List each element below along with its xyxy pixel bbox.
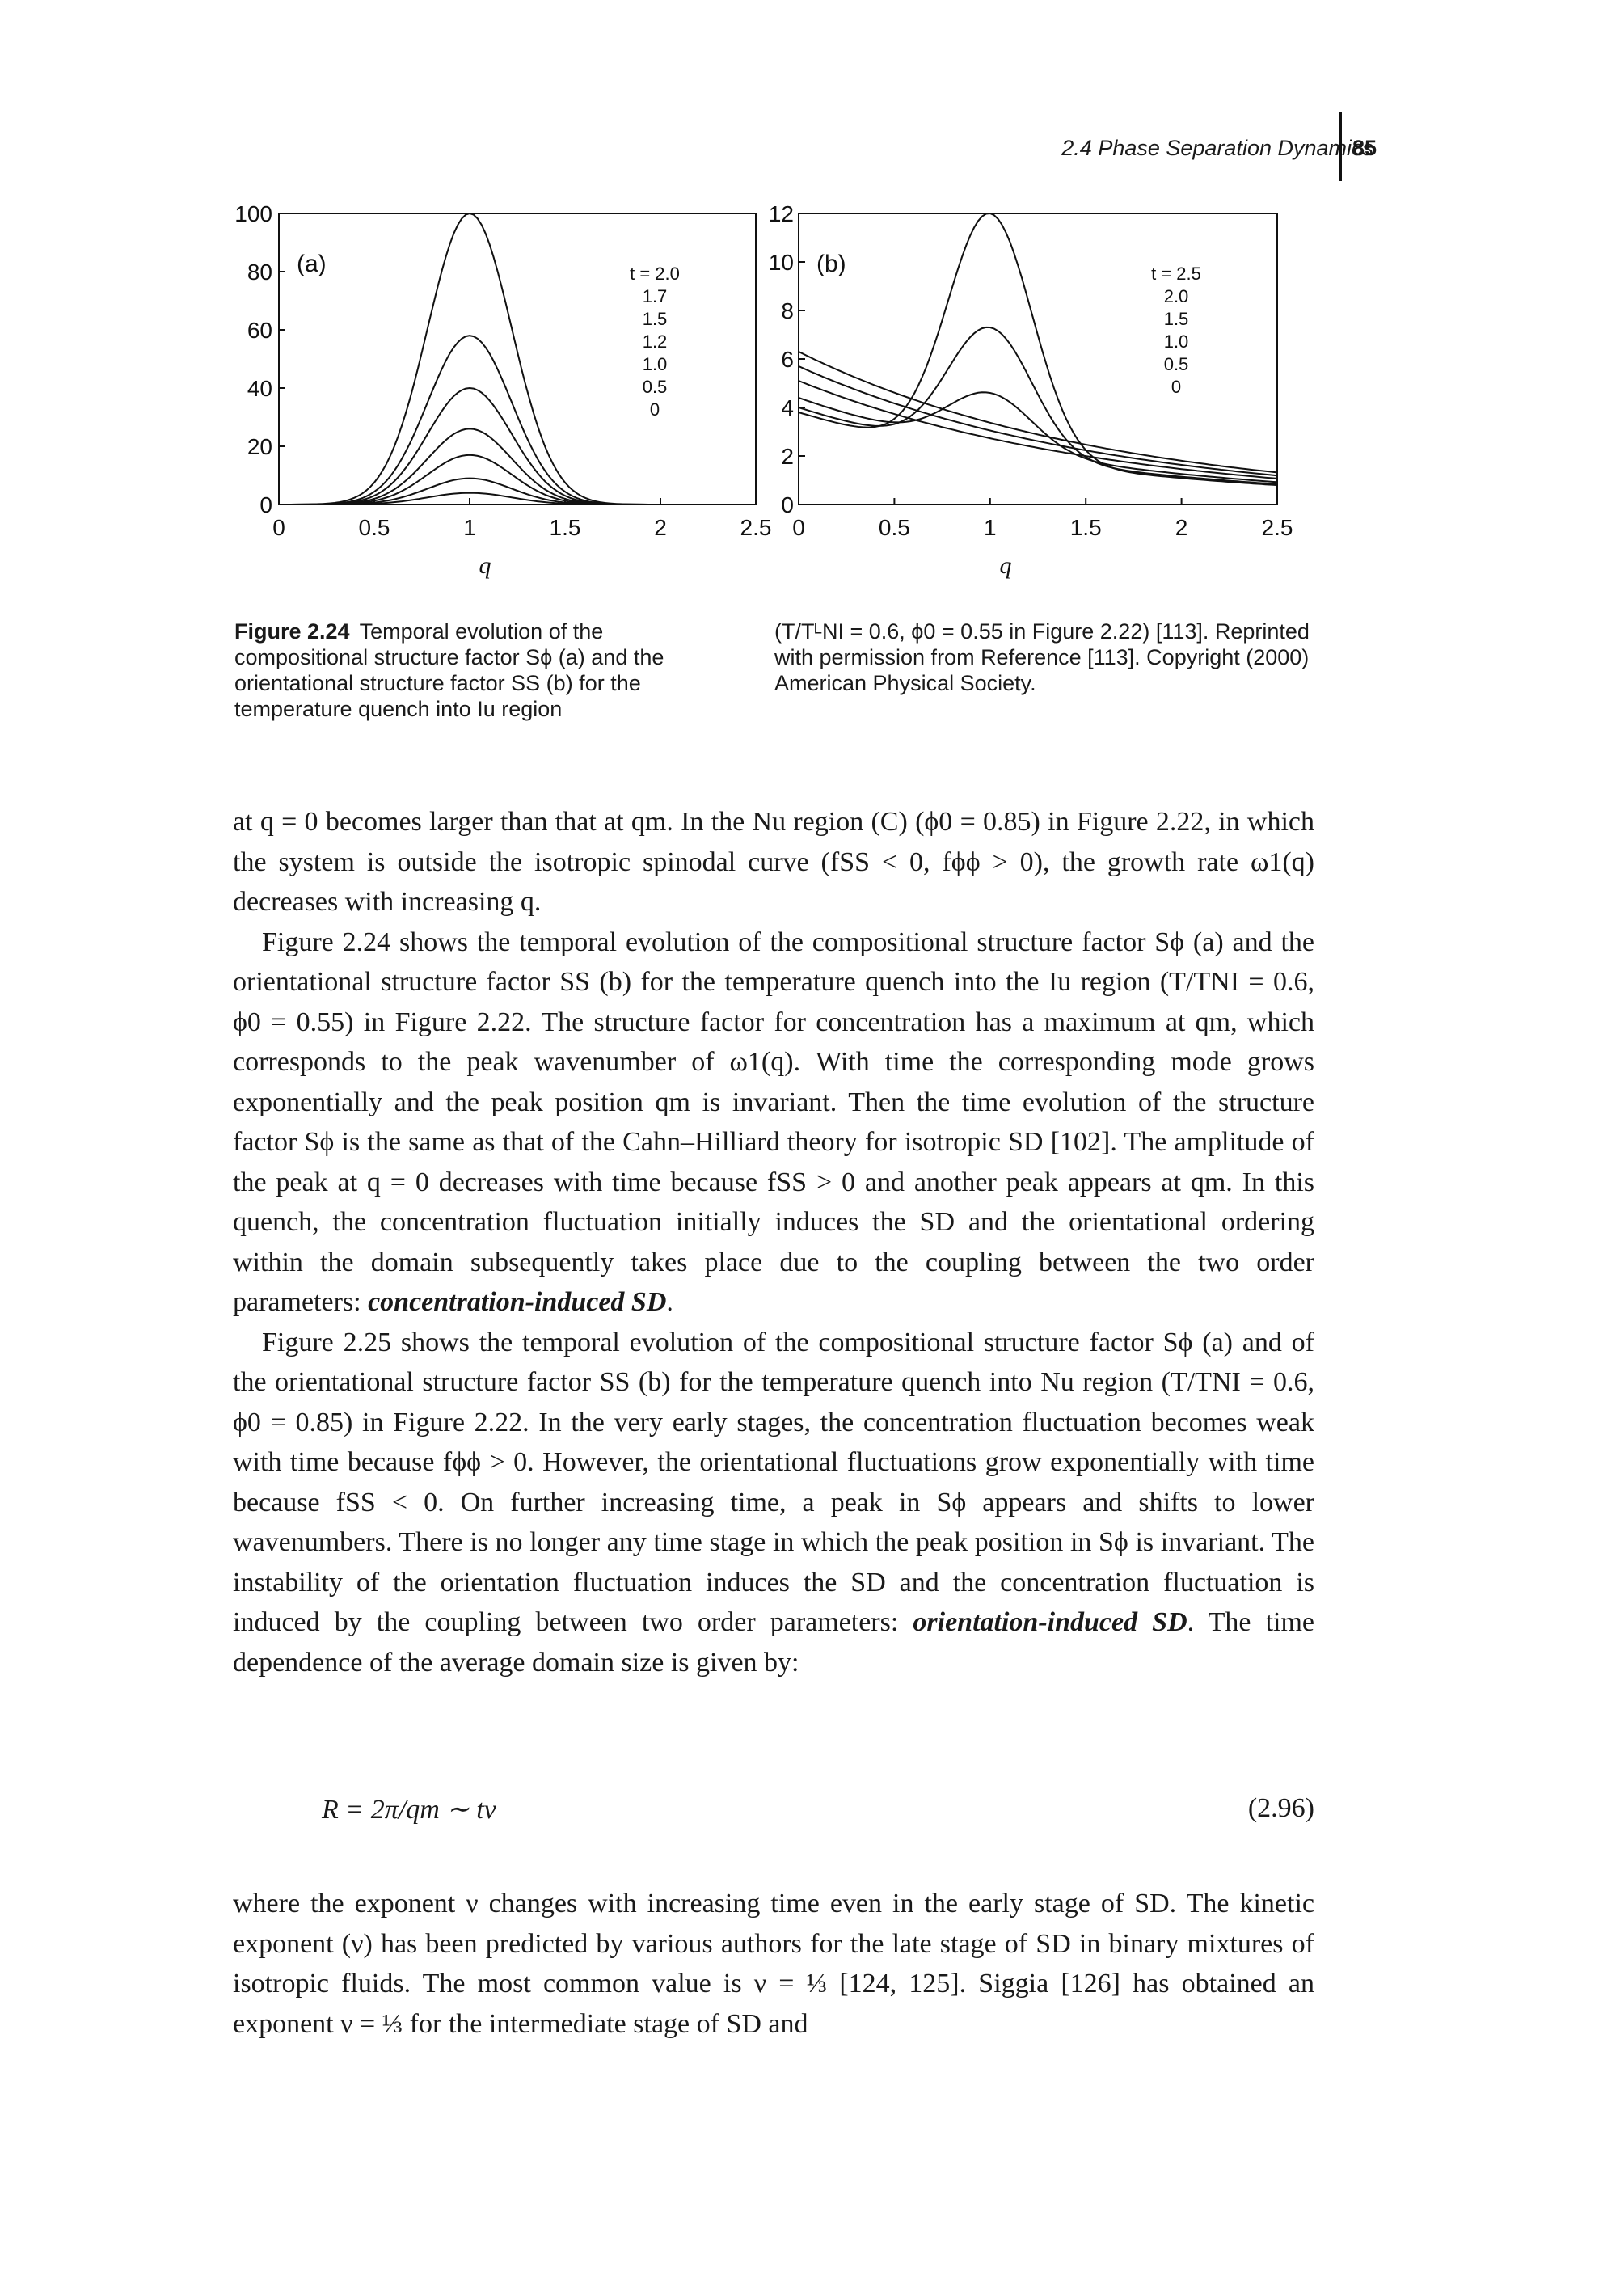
paragraph-4: where the exponent ν changes with increa… [233,1889,1314,2039]
panel-a-legend-entry: 1.7 [643,286,668,306]
panel-b-ytick-label: 12 [769,201,794,226]
orientation-induced-sd-term: orientation-induced SD [913,1607,1187,1637]
equation: R = 2π/qm ∼ tν [322,1795,496,1825]
panel-a-series-line [279,477,756,505]
panel-b-ytick-label: 0 [781,492,794,517]
panel-a-legend-entry: 1.0 [643,354,668,374]
panel-a-series-line [279,454,756,505]
panel-a-ytick-label: 40 [247,376,272,401]
equation-number: (2.96) [1247,1793,1314,1823]
panel-b-legend-entry: 1.5 [1164,309,1189,329]
panel-a-legend-entry: 0 [650,399,660,420]
figure-caption-right: (T/TᴸNI = 0.6, ϕ0 = 0.55 in Figure 2.22)… [774,619,1310,695]
panel-a-legend-entry: 1.2 [643,331,668,352]
paragraph-3-end: . The time dependence of the average dom… [233,1607,1314,1678]
panel-a-ytick-label: 80 [247,260,272,285]
panel-b-ytick-label: 2 [781,444,794,469]
panel-a-series-line [279,428,756,505]
panel-a-legend-entry: t = 2.0 [630,264,680,284]
panel-b-series-line [798,391,1278,483]
panel-a-xtick-label: 1 [463,515,476,540]
paragraph-2-end: . [666,1287,673,1317]
panel-b-xtick-label: 2 [1175,515,1188,540]
concentration-induced-sd-term: concentration-induced SD [368,1287,667,1317]
panel-a-series-line [279,212,756,505]
panel-b-series-line [798,351,1278,474]
paragraph-1: at q = 0 becomes larger than that at qm.… [233,807,1314,917]
panel-a-xtick-label: 2.5 [740,515,772,540]
panel-b-legend-entry: 0.5 [1164,354,1189,374]
panel-a-ytick-label: 100 [234,201,272,226]
panel-b-xtick-label: 2.5 [1262,515,1293,540]
body-text-bottom: where the exponent ν changes with increa… [233,1884,1314,2044]
panel-a-ytick-label: 0 [259,492,272,517]
paragraph-2-text: Figure 2.24 shows the temporal evolution… [233,927,1314,1318]
panel-b-ytick-label: 10 [769,250,794,275]
running-title: 2.4 Phase Separation Dynamics [1061,136,1373,160]
panel-b-series-line [798,380,1278,479]
panel-a-series-line [279,386,756,505]
panel-b-legend-entry: 0 [1171,377,1181,397]
panel-a-legend-entry: 0.5 [643,377,668,397]
panel-b-xtick-label: 0.5 [879,515,910,540]
panel-a-xtick-label: 1.5 [550,515,581,540]
panel-b-legend-entry: 2.0 [1164,286,1189,306]
panel-a-xtick-label: 2 [654,515,667,540]
panel-b-panel-label: (b) [816,251,846,277]
panel-a-panel-label: (a) [297,251,327,277]
panel-b-xtick-label: 1 [984,515,997,540]
panel-a-xlabel: q [479,552,491,579]
panel-b-frame [798,213,1278,505]
panel-b-ytick-label: 8 [781,298,794,323]
panel-b-legend-entry: 1.0 [1164,331,1189,352]
panel-a-ytick-label: 60 [247,318,272,343]
panel-a-legend-entry: 1.5 [643,309,668,329]
panel-a-xtick-label: 0.5 [359,515,390,540]
paragraph-3-text: Figure 2.25 shows the temporal evolution… [233,1327,1314,1638]
panel-b-xtick-label: 0 [792,515,805,540]
header-divider [1339,112,1342,181]
paragraph-2: Figure 2.24 shows the temporal evolution… [233,922,1314,1323]
panel-b-series-line [798,365,1278,477]
panel-a-xtick-label: 0 [272,515,285,540]
body-text-top: at q = 0 becomes larger than that at qm.… [233,802,1314,1682]
panel-b-series-line [798,326,1278,485]
panel-a-frame [278,213,757,505]
panel-b-ytick-label: 4 [781,395,794,420]
panel-b-legend-entry: t = 2.5 [1151,264,1201,284]
panel-b-xlabel: q [1000,552,1012,579]
panel-a-ytick-label: 20 [247,434,272,459]
panel-b-ytick-label: 6 [781,347,794,372]
paragraph-3: Figure 2.25 shows the temporal evolution… [233,1323,1314,1683]
figure-label: Figure 2.24 [234,619,350,644]
page-number: 85 [1352,136,1377,160]
panel-b-xtick-label: 1.5 [1070,515,1102,540]
panel-a-series-line [279,492,756,505]
caption-text-left: Temporal evolution of the compositional … [234,619,664,721]
panel-b-series-line [798,212,1278,487]
